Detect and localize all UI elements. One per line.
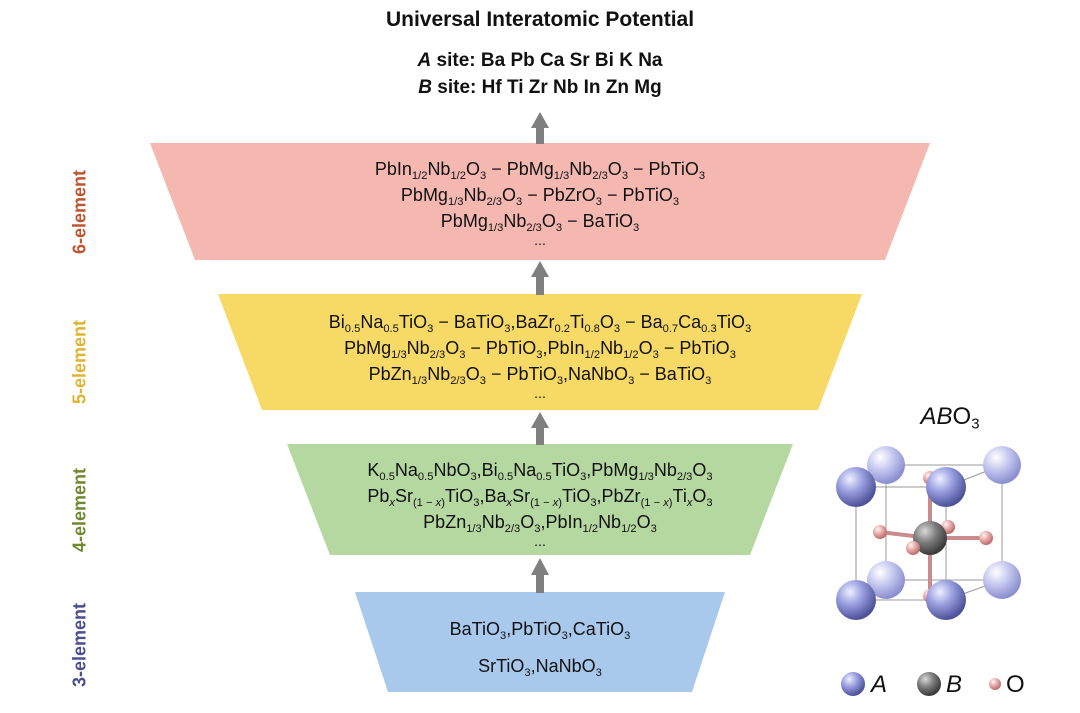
tier-3-element-trapezoid: [355, 592, 725, 692]
compound-line: PbxSr(1 − x)TiO3,BaxSr(1 − x)TiO3,PbZr(1…: [367, 486, 713, 509]
compound-line: PbZn1/3Nb2/3O3 − PbTiO3,NaNbO3 − BaTiO3: [368, 364, 712, 387]
tier-label-4-element: 4-element: [69, 467, 90, 553]
tier-6-element-trapezoid: [150, 143, 930, 260]
legend-a-icon: [841, 672, 865, 696]
legend-a-label: A: [871, 671, 888, 698]
compound-line: PbIn1/2Nb1/2O3 − PbMg1/3Nb2/3O3 − PbTiO3: [374, 159, 706, 182]
ellipsis: ...: [534, 232, 546, 248]
b-site-elements: Hf Ti Zr Nb In Zn Mg: [481, 77, 662, 98]
compound-line: BaTiO3,PbTiO3,CaTiO3: [449, 619, 631, 642]
tier-label-3-element: 3-element: [69, 602, 90, 688]
ellipsis: ...: [534, 533, 546, 549]
compound-line: SrTiO3,NaNbO3: [478, 656, 602, 679]
legend-o-icon: [989, 678, 1001, 690]
arrow-up-icon: [531, 112, 549, 144]
compound-line: PbMg1/3Nb2/3O3 − PbZrO3 − PbTiO3: [400, 185, 680, 208]
arrow-up-icon: [531, 558, 549, 593]
legend-o-label: O: [1006, 671, 1025, 698]
compound-line: K0.5Na0.5NbO3,Bi0.5Na0.5TiO3,PbMg1/3Nb2/…: [367, 460, 713, 483]
arrow-up-icon: [531, 261, 549, 295]
compound-line: PbZn1/3Nb2/3O3,PbIn1/2Nb1/2O3: [423, 512, 657, 535]
b-site-label: B: [418, 77, 432, 98]
a-site-elements: Ba Pb Ca Sr Bi K Na: [480, 50, 663, 71]
perovskite-structure-icon: [836, 446, 1021, 620]
arrow-up-icon: [531, 412, 549, 445]
tier-4-element-trapezoid: [287, 444, 793, 555]
compound-line: Bi0.5Na0.5TiO3 − BaTiO3,BaZr0.2Ti0.8O3 −…: [328, 312, 752, 335]
legend-b-icon: [917, 672, 941, 696]
legend-b-label: B: [946, 671, 963, 698]
b-site-line: B site: Hf Ti Zr Nb In Zn Mg: [418, 77, 662, 98]
structure-title: ABO3: [920, 403, 980, 433]
a-site-line: A site: Ba Pb Ca Sr Bi K Na: [417, 50, 663, 71]
compound-line: PbMg1/3Nb2/3O3 − BaTiO3: [440, 211, 640, 234]
compound-line: PbMg1/3Nb2/3O3 − PbTiO3,PbIn1/2Nb1/2O3 −…: [344, 338, 736, 361]
a-site-label: A: [417, 50, 432, 71]
diagram-title: Universal Interatomic Potential: [385, 8, 695, 31]
ellipsis: ...: [534, 385, 546, 401]
tier-label-6-element: 6-element: [69, 169, 90, 255]
tier-label-5-element: 5-element: [69, 319, 90, 405]
tier-5-element-trapezoid: [218, 294, 862, 410]
